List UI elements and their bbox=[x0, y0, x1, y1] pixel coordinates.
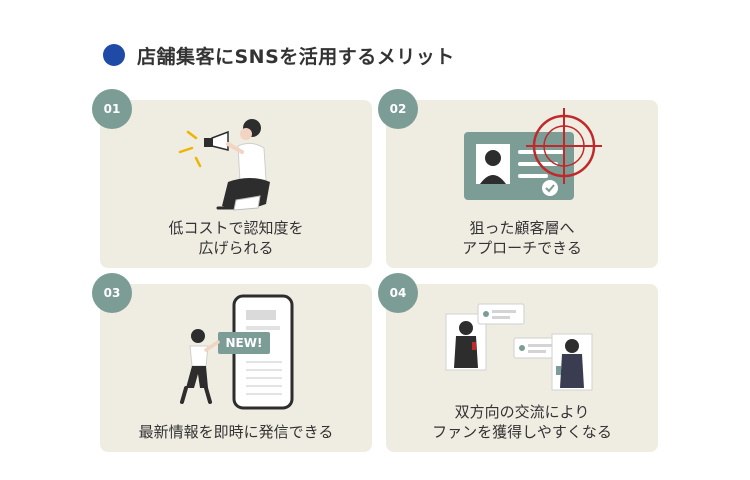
merit-card-1: 低コストで認知度を 広げられる bbox=[100, 100, 372, 268]
card-number-badge-3: 03 bbox=[92, 273, 132, 313]
merit-caption-1: 低コストで認知度を 広げられる bbox=[100, 218, 372, 258]
merit-caption-2-line2: アプローチできる bbox=[462, 239, 582, 257]
two-way-chat-illustration bbox=[445, 303, 593, 391]
phone-new-info-illustration bbox=[180, 294, 294, 410]
merit-card-4: 双方向の交流により ファンを獲得しやすくなる bbox=[386, 284, 658, 452]
new-badge-label: NEW! bbox=[225, 336, 263, 350]
targeted-profile-card-illustration bbox=[464, 108, 602, 200]
card-number-badge-4: 04 bbox=[378, 273, 418, 313]
megaphone-woman-illustration bbox=[178, 119, 270, 211]
merit-caption-3: 最新情報を即時に発信できる bbox=[100, 422, 372, 442]
merit-caption-4: 双方向の交流により ファンを獲得しやすくなる bbox=[386, 402, 658, 442]
merit-caption-2-line1: 狙った顧客層へ bbox=[469, 219, 575, 237]
merit-caption-4-line1: 双方向の交流により bbox=[454, 403, 590, 421]
merit-card-2: 狙った顧客層へ アプローチできる bbox=[386, 100, 658, 268]
merit-caption-2: 狙った顧客層へ アプローチできる bbox=[386, 218, 658, 258]
merit-caption-1-line2: 広げられる bbox=[198, 239, 274, 257]
merit-caption-1-line1: 低コストで認知度を bbox=[168, 219, 304, 237]
card-number-badge-1: 01 bbox=[92, 89, 132, 129]
title-bullet-icon bbox=[103, 44, 125, 66]
card-number-badge-2: 02 bbox=[378, 89, 418, 129]
page-title-group: 店舗集客にSNSを活用するメリット bbox=[103, 40, 455, 70]
merit-caption-4-line2: ファンを獲得しやすくなる bbox=[432, 423, 612, 441]
page-title: 店舗集客にSNSを活用するメリット bbox=[137, 45, 455, 68]
merit-caption-3-line1: 最新情報を即時に発信できる bbox=[138, 423, 334, 441]
merit-card-3: NEW! 最新情報を即時に発信できる bbox=[100, 284, 372, 452]
